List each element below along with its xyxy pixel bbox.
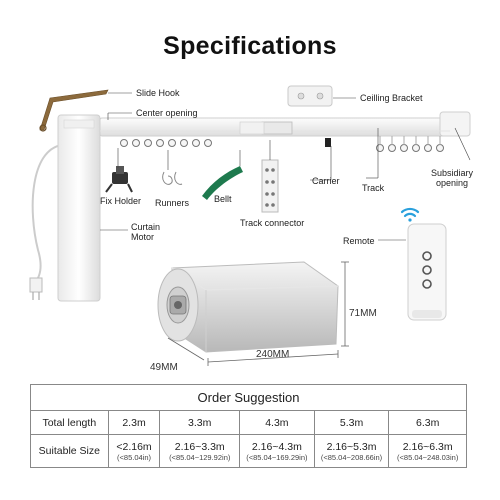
label-runners: Runners	[155, 198, 190, 208]
label-bellt: Bellt	[214, 194, 232, 204]
table-cell: <2.16m (<85.04in)	[109, 435, 161, 467]
label-track: Track	[362, 183, 385, 193]
row-header-total-length: Total length	[31, 411, 109, 434]
ceiling-bracket	[287, 85, 333, 107]
page-title: Specifications	[163, 32, 337, 60]
carrier	[261, 121, 293, 135]
label-ceiling-bracket: Ceilling Bracket	[360, 93, 423, 103]
label-track-connector: Track connector	[240, 218, 305, 228]
slide-hook-icon	[39, 89, 109, 131]
track-connector-icon	[261, 159, 279, 213]
dimension-height: 71MM	[349, 308, 377, 319]
curtain-motor	[57, 114, 101, 302]
label-subsidiary-opening: Subsidiary opening	[431, 168, 474, 188]
runners-icon	[162, 171, 183, 185]
label-carrier: Carrier	[312, 176, 340, 186]
motor-3d	[157, 261, 339, 353]
table-cell: 2.16~3.3m (<85.04~129.92in)	[160, 435, 241, 467]
table-row-total-length: Total length 2.3m 3.3m 4.3m 5.3m 6.3m	[31, 411, 466, 435]
table-cell: 3.3m	[160, 411, 241, 434]
runner-group-left	[120, 139, 212, 147]
label-slide-hook: Slide Hook	[136, 88, 180, 98]
row-header-suitable-size: Suitable Size	[31, 435, 109, 467]
power-cord	[31, 144, 63, 283]
runner-group-right	[376, 144, 444, 152]
table-cell: 2.16~4.3m (<85.04~169.29in)	[240, 435, 315, 467]
dimension-length: 240MM	[256, 349, 290, 360]
order-table-title: Order Suggestion	[31, 385, 466, 411]
table-cell: 4.3m	[240, 411, 315, 434]
power-plug	[29, 277, 43, 293]
belt-icon	[202, 166, 243, 200]
table-cell: 6.3m	[416, 416, 440, 429]
table-row-suitable-size: Suitable Size <2.16m (<85.04in) 2.16~3.3…	[31, 435, 466, 467]
fix-holder-icon	[105, 166, 133, 193]
label-fix-holder: Fix Holder	[100, 196, 142, 206]
order-suggestion-table: Order Suggestion Total length 2.3m 3.3m …	[30, 384, 467, 468]
remote-icon	[407, 223, 447, 321]
table-cell: 5.3m	[315, 411, 390, 434]
label-center-opening: Center opening	[136, 108, 198, 118]
table-cell: 2.16~5.3m (<85.04~208.66in)	[315, 435, 390, 467]
product-diagram	[29, 85, 471, 366]
table-cell: 2.3m	[109, 411, 161, 434]
wifi-icon	[400, 207, 420, 222]
dimension-depth: 49MM	[150, 362, 178, 373]
label-remote: Remote	[343, 236, 375, 246]
table-cell: 2.16~6.3m (<85.04~248.03in)	[397, 440, 459, 462]
label-curtain-motor: Curtain Motor	[131, 222, 161, 242]
